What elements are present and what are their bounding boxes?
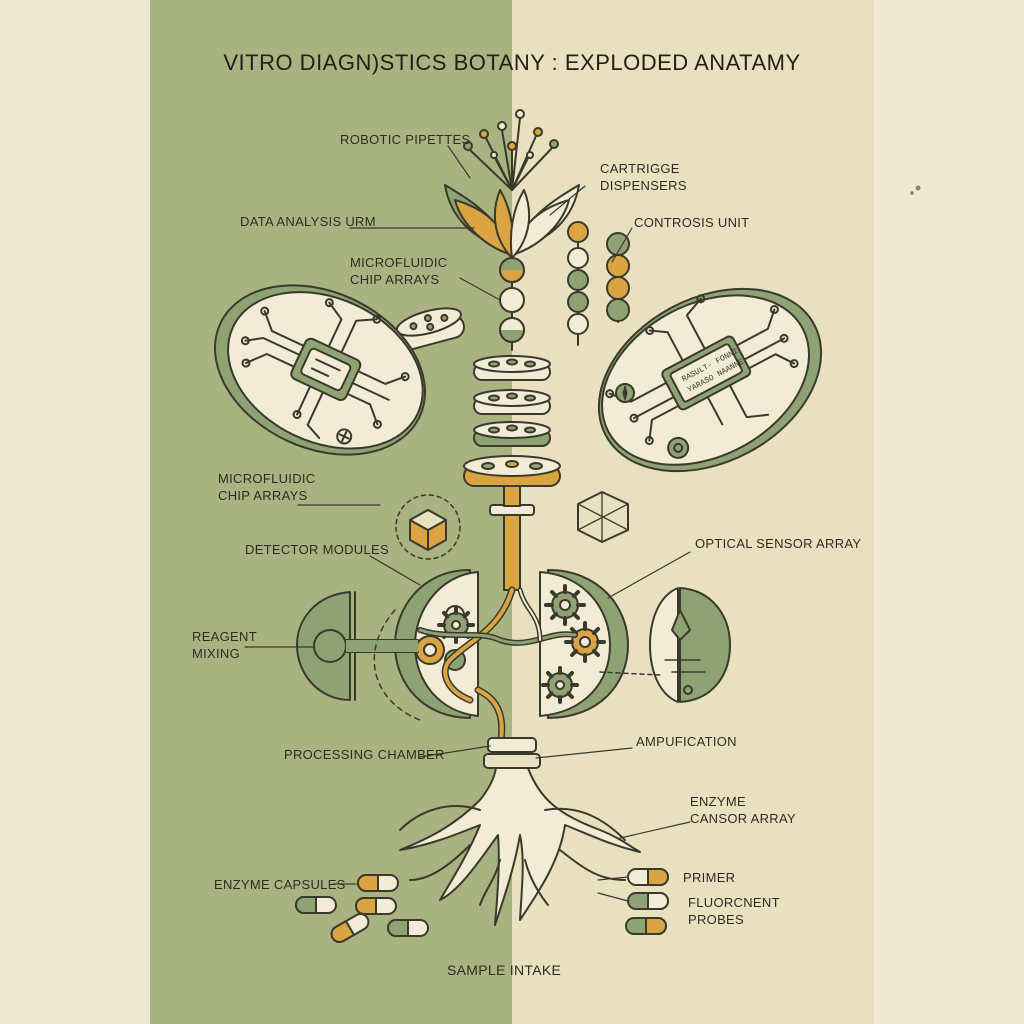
label-processing-chamber: PROCESSING CHAMBER	[284, 747, 445, 762]
disc-3	[473, 421, 551, 447]
compass-icon	[615, 383, 635, 403]
label-enzyme-capsules: ENZYME CAPSULES	[214, 877, 346, 892]
polyhedron-icon	[577, 491, 629, 543]
label-data-analysis: DATA ANALYSIS URM	[240, 214, 376, 229]
label-cartridge-dispensers: CARTRIGGE DISPENSERS	[600, 161, 687, 193]
label-reagent-mixing: REAGENT MIXING	[192, 629, 257, 661]
enzyme-capsules	[295, 874, 429, 943]
speckle-dot	[915, 185, 921, 191]
left-leaf-chip	[213, 284, 427, 456]
disc-1	[473, 355, 551, 381]
optical-hemisphere	[649, 587, 731, 703]
label-robotic-pipettes: ROBOTIC PIPETTES	[340, 132, 471, 147]
label-amplification: AMPUFICATION	[636, 734, 737, 749]
reagent-mixing-hemisphere	[296, 591, 419, 701]
speckle-dot	[910, 191, 914, 195]
dashed-orbit-right	[599, 671, 661, 676]
diagram-title: VITRO DIAGN⁠)STICS BOTANY : EXPLODED ANA…	[223, 50, 801, 75]
cube-crystal-icon	[395, 494, 461, 560]
left-panel	[150, 0, 512, 1024]
primer-probe-capsules	[625, 868, 669, 935]
root-system	[399, 767, 641, 926]
leader-lines	[244, 145, 691, 902]
disc-2	[473, 389, 551, 415]
robotic-pipettes	[463, 109, 559, 191]
gear-icons	[437, 584, 606, 704]
label-enzyme-censor: ENZYME CANSOR ARRAY	[690, 794, 796, 826]
disc-4	[463, 455, 561, 487]
root-collar	[483, 737, 541, 769]
label-detector-modules: DETECTOR MODULES	[245, 542, 389, 557]
central-stem-tube	[489, 485, 535, 591]
label-optical-sensor: OPTICAL SENSOR ARRAY	[695, 536, 862, 551]
stem-beads	[499, 257, 525, 351]
right-leaf-chip	[597, 287, 823, 473]
floating-chip-disc	[395, 307, 465, 351]
right-panel	[512, 0, 874, 1024]
label-controsis-unit: CONTROSIS UNIT	[634, 215, 750, 230]
label-microfluidic-left: MICROFLUIDIC CHIP ARRAYS	[218, 471, 316, 503]
flower-petals	[444, 184, 580, 259]
left-chamber-bulb	[394, 569, 479, 719]
label-sample-intake: SAMPLE INTAKE	[447, 962, 562, 978]
label-fluorescent-probes: FLUORCNENT PROBES	[688, 895, 780, 927]
cartridge-bead-chains	[567, 221, 630, 346]
label-microfluidic-top: MICROFLUIDIC CHIP ARRAYS	[350, 255, 448, 287]
chip-disc-stack	[463, 355, 561, 487]
label-primer: PRIMER	[683, 870, 736, 885]
